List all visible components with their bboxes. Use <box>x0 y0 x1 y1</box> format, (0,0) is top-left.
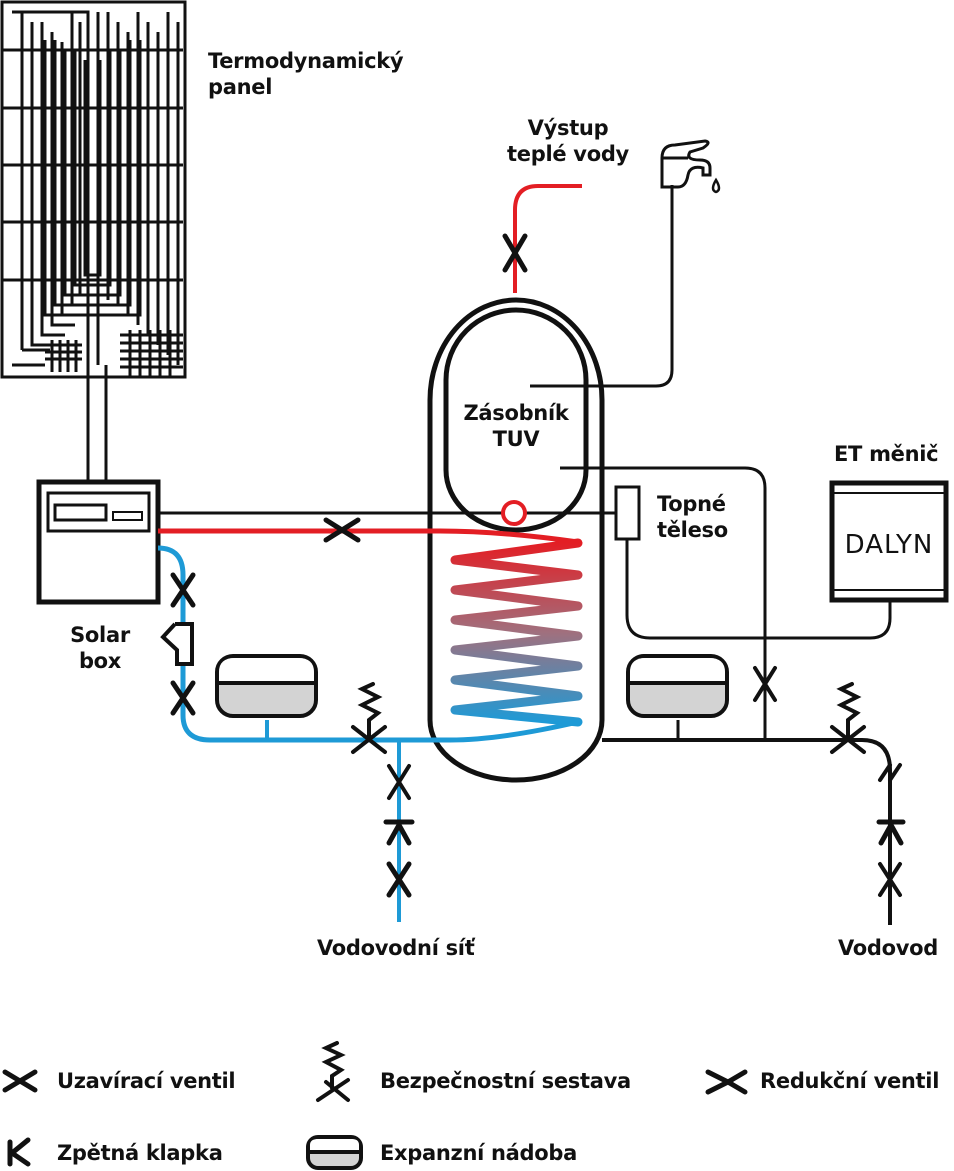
legend-reducing-valve-label: Redukční ventil <box>760 1069 940 1093</box>
check-valve-main <box>876 819 906 846</box>
cold-pipe <box>157 545 579 922</box>
hot-pipe <box>158 184 582 545</box>
legend-shutoff-valve-icon <box>2 1069 38 1093</box>
cold-outlet-pipe <box>602 720 892 925</box>
hot-outlet-label: Výstup teplé vody <box>488 115 648 167</box>
tank-label-line2: TUV <box>492 427 540 451</box>
check-valve-network <box>383 819 415 846</box>
tank-label: Zásobník TUV <box>436 400 596 452</box>
heater-label-line1: Topné <box>657 492 726 516</box>
expansion-vessel-left <box>215 654 318 718</box>
safety-assembly-main <box>830 682 866 754</box>
legend-check-valve-label: Zpětná klapka <box>57 1141 223 1165</box>
panel-label: Termodynamický panel <box>208 48 404 100</box>
shutoff-valve-main <box>878 862 902 897</box>
shutoff-valve-return <box>753 666 777 702</box>
panel-label-line1: Termodynamický <box>208 49 404 73</box>
shutoff-valve-solar-top <box>170 572 196 608</box>
hot-outlet-label-line2: teplé vody <box>507 142 629 166</box>
shutoff-valve-network-top <box>387 764 411 800</box>
inverter-brand: DALYN <box>845 530 934 560</box>
legend-safety-assembly-icon <box>316 1041 350 1102</box>
tap-pipe <box>530 185 674 388</box>
panel-label-line2: panel <box>208 75 273 99</box>
tank-label-line1: Zásobník <box>463 401 569 425</box>
solar-box-label-line1: Solar <box>70 623 130 647</box>
shutoff-valve-solar-bottom <box>170 680 196 716</box>
legend-check-valve-icon <box>7 1137 31 1167</box>
shutoff-valve-hot-outlet <box>502 233 528 273</box>
solar-box <box>36 479 161 605</box>
inverter-label: ET měnič <box>834 442 939 466</box>
water-main-label: Vodovod <box>838 936 939 960</box>
legend-reducing-valve-icon <box>705 1069 748 1095</box>
legend-safety-assembly-label: Bezpečnostní sestava <box>380 1069 631 1093</box>
check-valve-main-top <box>878 763 902 782</box>
heating-element <box>614 485 641 541</box>
legend-expansion-vessel-label: Expanzní nádoba <box>380 1141 578 1165</box>
heater-label-line2: těleso <box>657 518 728 542</box>
heater-cable <box>625 538 892 640</box>
shutoff-valve-network-bottom <box>386 861 412 898</box>
expansion-vessel-right <box>626 654 729 718</box>
heat-exchanger-coil <box>450 538 583 727</box>
hot-outlet-label-line1: Výstup <box>527 116 609 140</box>
heater-label: Topné těleso <box>657 491 728 543</box>
legend-expansion-vessel-icon <box>306 1135 363 1170</box>
shutoff-valve-hot-feed <box>323 517 361 543</box>
hot-water-tank <box>427 297 605 783</box>
water-network-label: Vodovodní síť <box>317 936 475 960</box>
legend-shutoff-valve-label: Uzavírací ventil <box>57 1069 236 1093</box>
solar-box-label-line2: box <box>78 649 122 673</box>
et-inverter: DALYN <box>829 480 949 603</box>
return-pipe <box>560 466 767 740</box>
thermodynamic-panel <box>0 0 187 482</box>
safety-assembly-cold <box>351 682 387 754</box>
temperature-sensor <box>501 500 527 526</box>
solar-box-label: Solar box <box>50 622 150 674</box>
faucet-icon <box>660 139 721 194</box>
check-valve-solar <box>160 622 194 666</box>
